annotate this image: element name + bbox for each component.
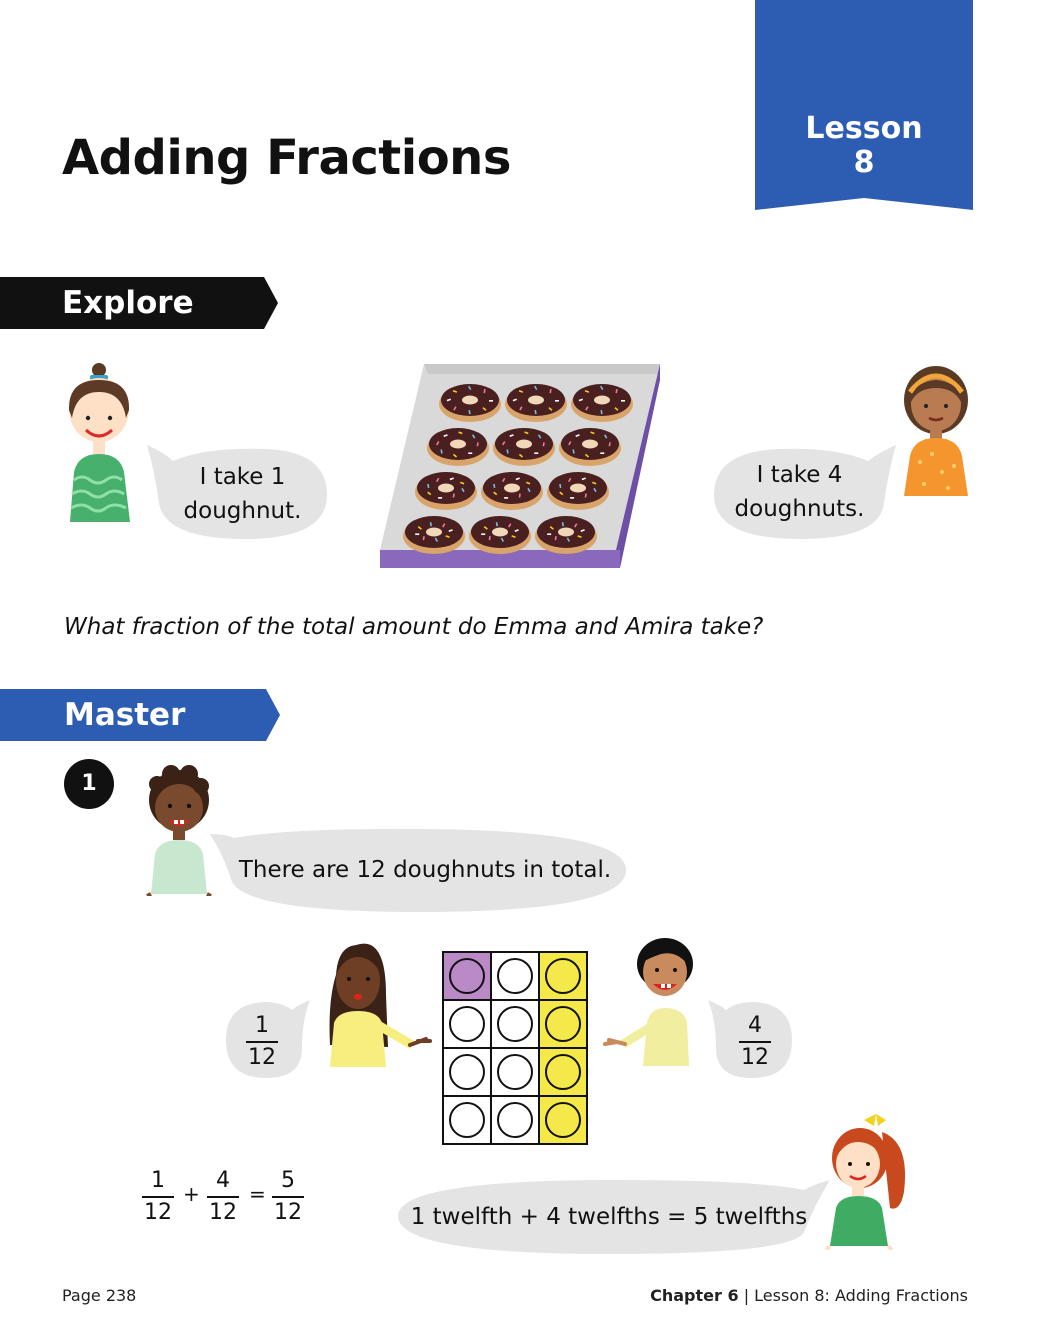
speech-bubble-right	[714, 445, 896, 539]
child-boy-pointing-illustration	[603, 938, 693, 1066]
section-explore-label: Explore	[62, 285, 194, 321]
bubble-left-line-2: doughnut.	[183, 498, 302, 524]
fraction-denominator: 12	[248, 1045, 276, 1070]
doughnut	[403, 516, 465, 554]
doughnut	[415, 472, 477, 510]
child-amira-illustration	[904, 366, 968, 496]
equals-sign: =	[249, 1182, 266, 1206]
bubble-right-line-1: I take 4	[756, 462, 843, 488]
doughnut	[547, 472, 609, 510]
grid-counter	[545, 1006, 581, 1042]
grid-counter	[545, 1102, 581, 1138]
equation-term-a: 1 12	[140, 1167, 176, 1227]
doughnut-tray	[380, 364, 660, 568]
grid-counter	[449, 1102, 485, 1138]
doughnut	[493, 428, 555, 466]
grid-counter	[497, 1102, 533, 1138]
fraction-four-twelfths: 4 12	[737, 1012, 773, 1072]
footer-lesson-ref: Lesson 8: Adding Fractions	[754, 1286, 968, 1305]
doughnut	[559, 428, 621, 466]
grid-counter	[497, 1006, 533, 1042]
doughnut	[505, 384, 567, 422]
fraction-numerator: 4	[748, 1013, 762, 1038]
lesson-label: Lesson	[805, 111, 923, 146]
fraction-grid	[442, 951, 588, 1145]
section-master: Master	[0, 689, 282, 741]
bubble-right-line-2: doughnuts.	[734, 496, 865, 522]
equation-result: 5 12	[270, 1167, 306, 1227]
step-number-badge: 1	[64, 759, 114, 809]
speech-bubble-one-twelfth	[226, 1000, 310, 1078]
explore-question: What fraction of the total amount do Emm…	[64, 614, 764, 640]
bubble-twelfths-text: 1 twelfth + 4 twelfths = 5 twelfths	[410, 1204, 808, 1230]
fraction-numerator: 5	[281, 1168, 295, 1193]
grid-counter	[449, 1054, 485, 1090]
lesson-banner: Lesson 8	[755, 0, 973, 210]
plus-sign: +	[183, 1182, 200, 1206]
fraction-denominator: 12	[274, 1200, 302, 1225]
grid-counter	[545, 958, 581, 994]
speech-bubble-total	[210, 828, 626, 912]
fraction-denominator: 12	[741, 1045, 769, 1070]
bubble-right-text: I take 4 doughnuts.	[722, 458, 877, 526]
section-master-label: Master	[64, 697, 186, 733]
speech-bubble-left	[147, 445, 327, 539]
doughnut	[481, 472, 543, 510]
bubble-total-text: There are 12 doughnuts in total.	[238, 857, 612, 883]
fraction-numerator: 1	[151, 1168, 165, 1193]
fraction-one-twelfth: 1 12	[244, 1012, 280, 1072]
section-explore: Explore	[0, 277, 280, 329]
child-boy-illustration	[146, 765, 212, 896]
page-number: Page 238	[62, 1286, 137, 1305]
grid-counter	[545, 1054, 581, 1090]
grid-counter	[449, 1006, 485, 1042]
child-girl-redhair-illustration	[824, 1114, 906, 1250]
speech-bubble-four-twelfths	[708, 1000, 792, 1078]
fraction-numerator: 4	[216, 1168, 230, 1193]
grid-counter	[449, 958, 485, 994]
doughnut	[439, 384, 501, 422]
speech-bubble-twelfths	[398, 1180, 830, 1254]
doughnut	[571, 384, 633, 422]
doughnut	[469, 516, 531, 554]
page-title: Adding Fractions	[62, 130, 511, 186]
doughnut	[427, 428, 489, 466]
grid-counter	[497, 1054, 533, 1090]
footer-chapter-info: Chapter 6 | Lesson 8: Adding Fractions	[650, 1286, 968, 1305]
fraction-numerator: 1	[255, 1013, 269, 1038]
equation-term-b: 4 12	[205, 1167, 241, 1227]
lesson-number: 8	[853, 145, 875, 180]
child-emma-illustration	[68, 363, 130, 522]
doughnut-group	[403, 384, 633, 554]
child-girl-pointing-illustration	[329, 943, 432, 1067]
fraction-denominator: 12	[144, 1200, 172, 1225]
fraction-denominator: 12	[209, 1200, 237, 1225]
footer-chapter: Chapter 6	[650, 1286, 739, 1305]
bubble-left-line-1: I take 1	[199, 464, 286, 490]
bubble-left-text: I take 1 doughnut.	[165, 460, 320, 528]
grid-counter	[497, 958, 533, 994]
doughnut	[535, 516, 597, 554]
banner-shape	[755, 0, 973, 210]
